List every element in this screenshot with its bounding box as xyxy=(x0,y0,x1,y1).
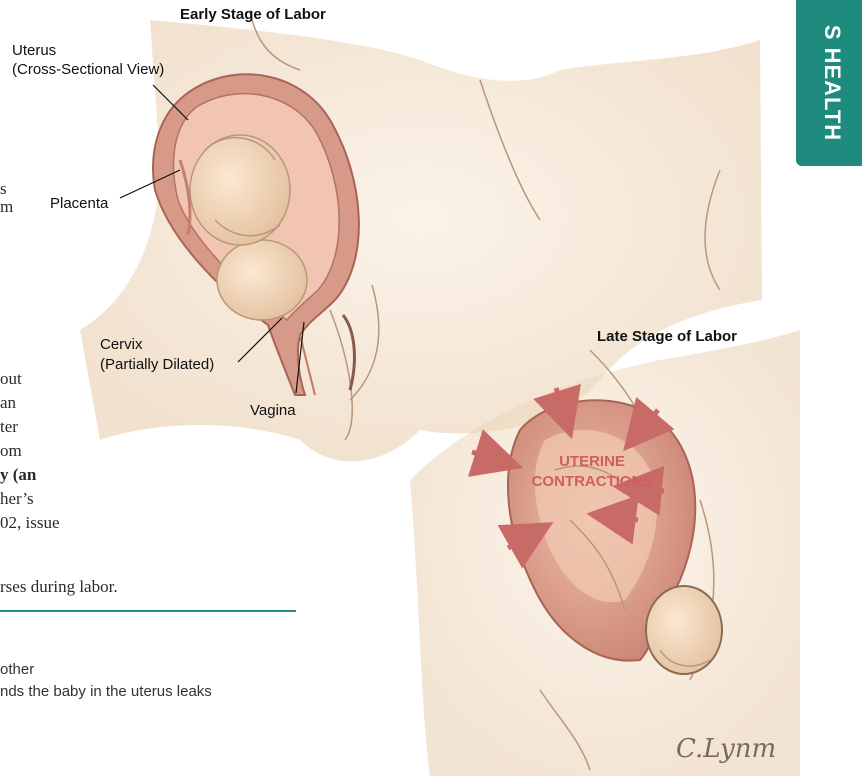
body-text-fragment: ter xyxy=(0,416,18,438)
contractions-line-1: UTERINE xyxy=(526,452,658,472)
section-tab-label-wrapper: S HEALTH xyxy=(812,0,852,166)
cervix-sublabel: (Partially Dilated) xyxy=(100,356,214,374)
body-text-fragment: out xyxy=(0,368,22,390)
body-text-fragment: her’s xyxy=(0,488,34,510)
body-text-fragment: y (an xyxy=(0,464,36,486)
cervix-label: Cervix xyxy=(100,336,143,354)
uterus-sublabel: (Cross-Sectional View) xyxy=(12,61,164,79)
body-text-fragment: an xyxy=(0,392,16,414)
uterus-label: Uterus xyxy=(12,42,56,60)
body-text-fragment: m xyxy=(0,196,13,218)
late-fetus-head xyxy=(646,586,722,674)
body-text-fragment: om xyxy=(0,440,22,462)
body-text-fragment: rses during labor. xyxy=(0,576,118,598)
vagina-label: Vagina xyxy=(250,402,296,420)
note-fragment: nds the baby in the uterus leaks xyxy=(0,682,212,702)
body-text-fragment: 02, issue xyxy=(0,512,60,534)
uterine-contractions-label: UTERINE CONTRACTIONS xyxy=(526,452,658,492)
contractions-line-2: CONTRACTIONS xyxy=(526,472,658,492)
early-stage-title: Early Stage of Labor xyxy=(180,6,326,24)
artist-signature: C.Lynm xyxy=(676,734,776,764)
placenta-label: Placenta xyxy=(50,195,108,213)
section-divider xyxy=(0,610,296,612)
section-tab-label: S HEALTH xyxy=(819,25,845,141)
note-fragment: other xyxy=(0,660,34,680)
late-stage-title: Late Stage of Labor xyxy=(597,328,737,346)
